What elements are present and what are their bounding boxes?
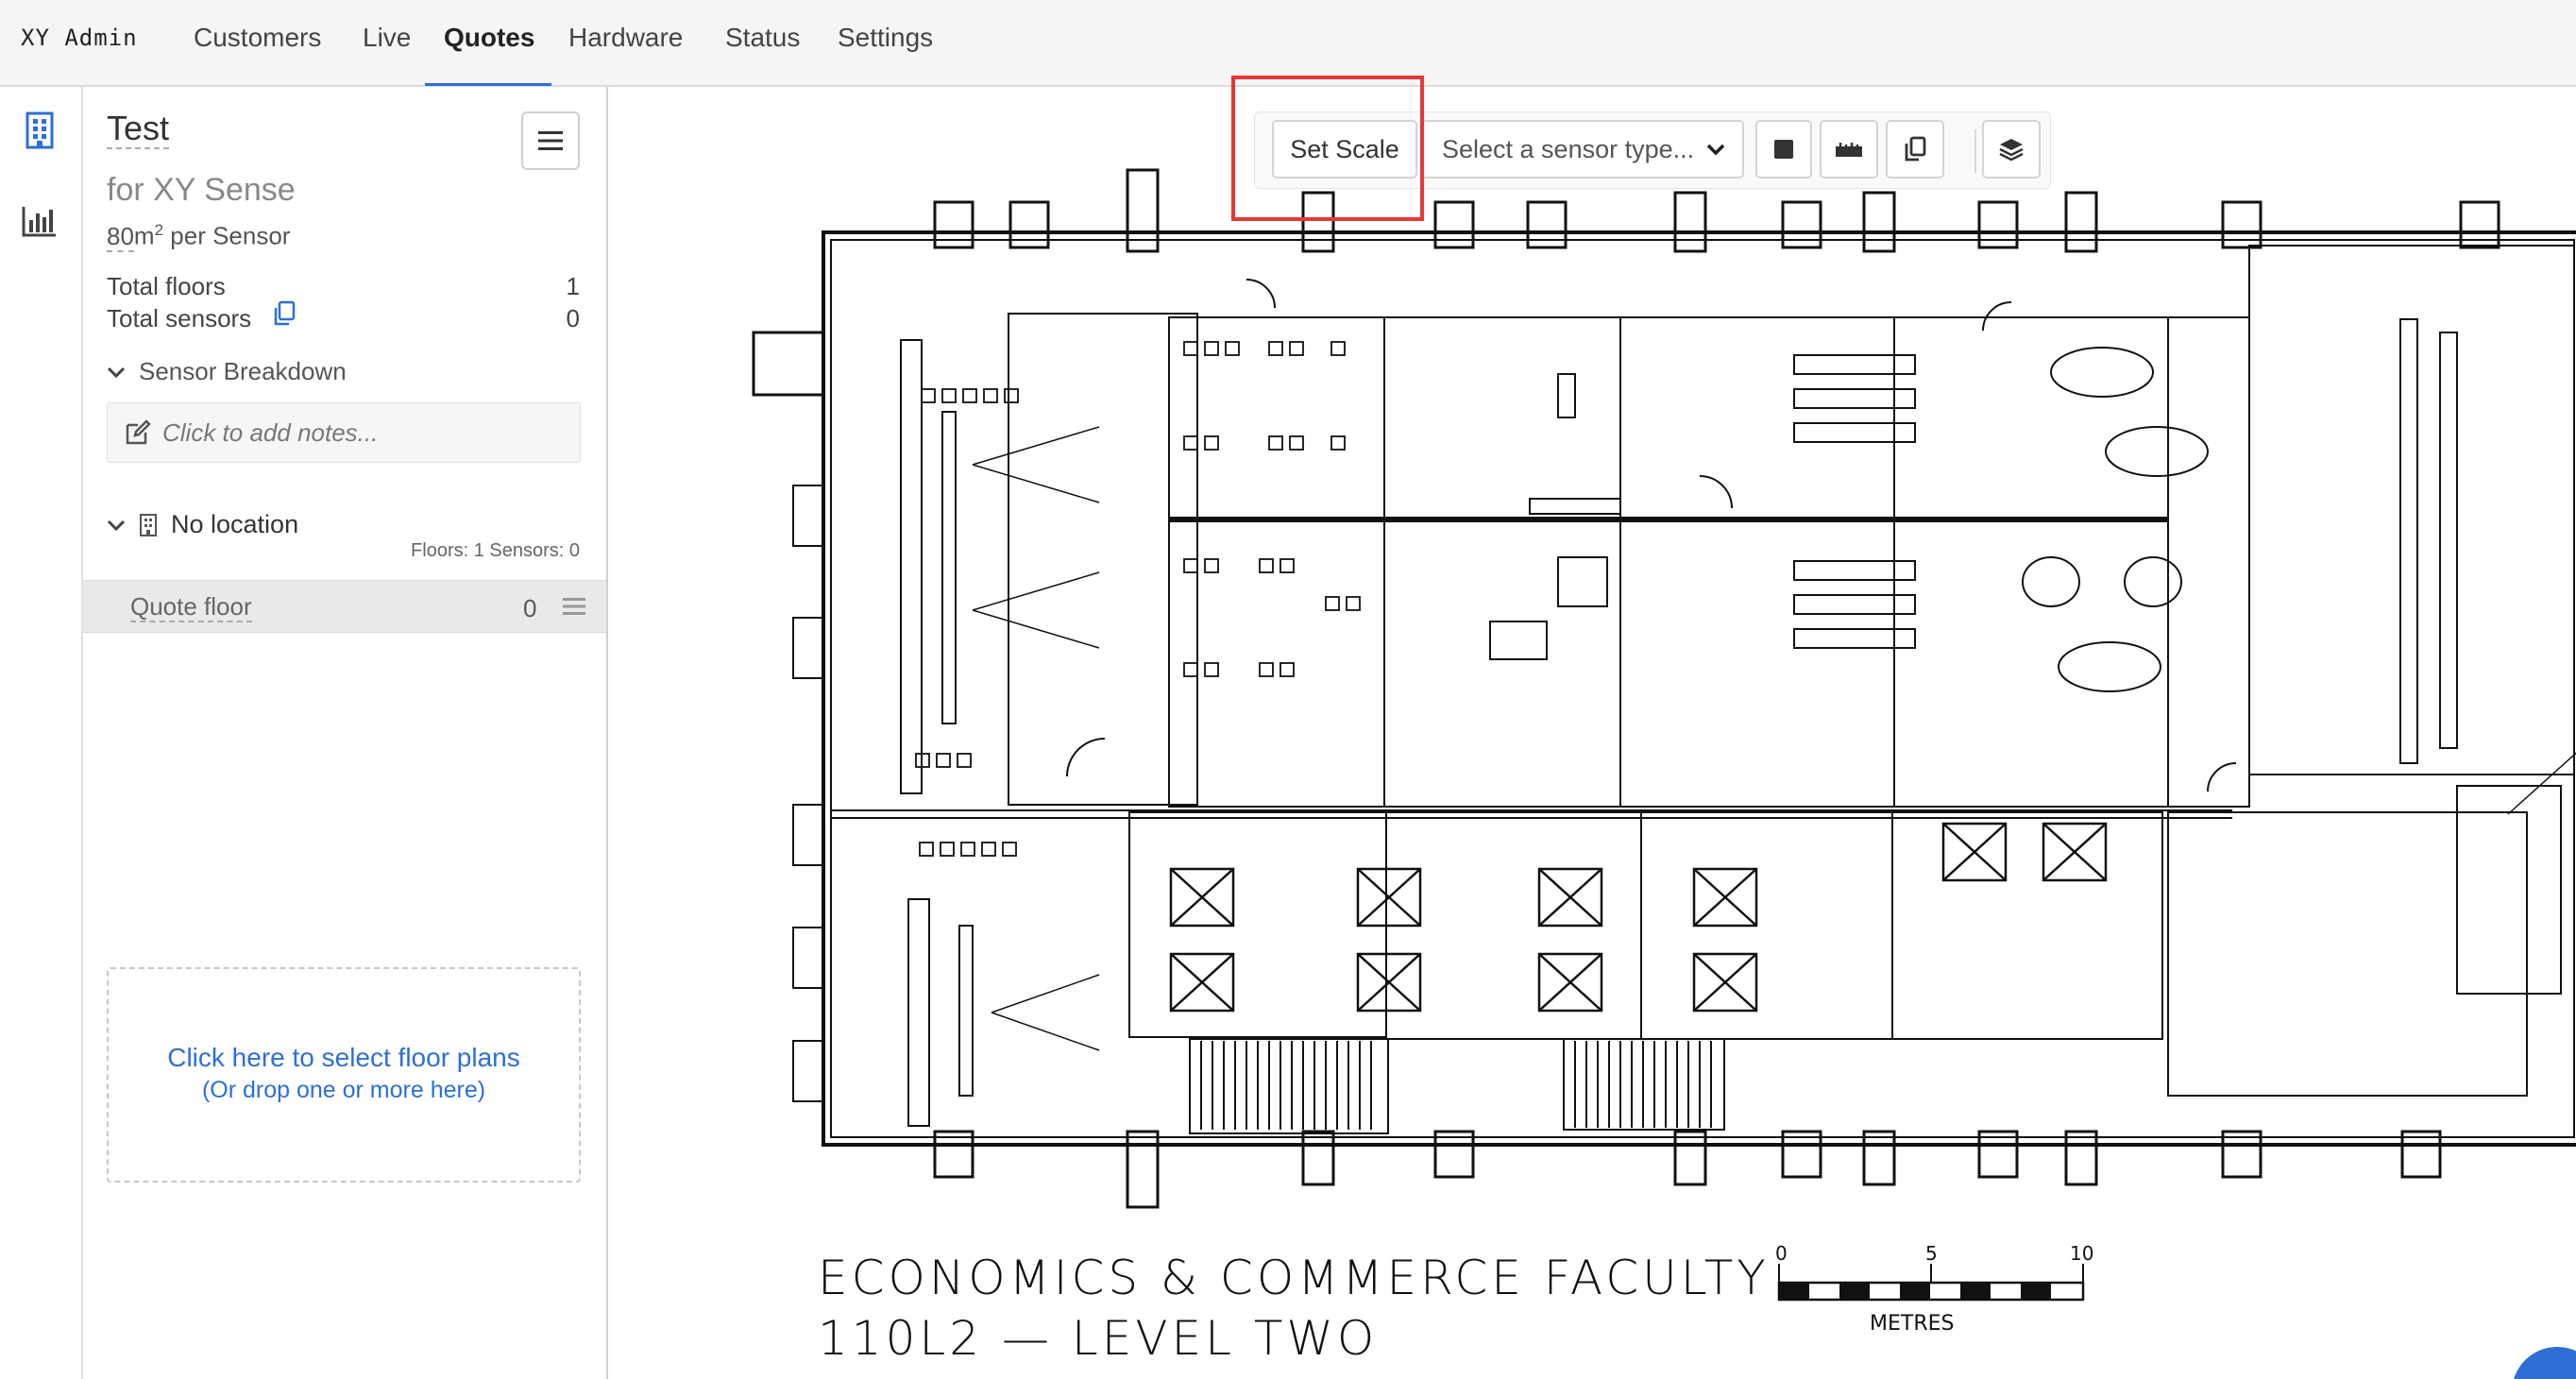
floor-plan-drawing: 0 5 10 METRES bbox=[752, 168, 2576, 1336]
density-unit: m bbox=[133, 221, 155, 250]
notes-field[interactable]: Click to add notes... bbox=[107, 402, 581, 463]
location-meta: Floors: 1 Sensors: 0 bbox=[411, 540, 580, 561]
sensor-type-placeholder: Select a sensor type... bbox=[1442, 135, 1695, 163]
sensor-type-select[interactable]: Select a sensor type... bbox=[1421, 120, 1744, 179]
nav-hardware[interactable]: Hardware bbox=[568, 23, 684, 52]
canvas-toolbar: Set Scale Select a sensor type... bbox=[1254, 111, 2051, 189]
layers-icon bbox=[1999, 139, 2024, 162]
location-toggle[interactable]: No location bbox=[107, 510, 298, 539]
set-scale-button[interactable]: Set Scale bbox=[1272, 120, 1417, 179]
hamburger-icon bbox=[538, 131, 563, 150]
active-tab-indicator bbox=[425, 83, 551, 86]
icon-rail bbox=[0, 87, 83, 1379]
chevron-down-icon bbox=[107, 366, 126, 378]
dropzone-secondary-text: (Or drop one or more here) bbox=[201, 1077, 486, 1103]
square-tool-icon bbox=[1774, 140, 1793, 159]
scale-tick-5: 5 bbox=[1925, 1242, 1938, 1265]
density-suffix: per Sensor bbox=[163, 221, 291, 250]
toolbar-divider bbox=[1974, 129, 1976, 173]
quote-menu-button[interactable] bbox=[521, 111, 580, 170]
copy-icon[interactable] bbox=[272, 300, 298, 327]
floor-list-item[interactable]: Quote floor 0 bbox=[83, 580, 606, 633]
scale-unit: METRES bbox=[1870, 1312, 1954, 1336]
quote-title[interactable]: Test bbox=[107, 109, 170, 149]
nav-status[interactable]: Status bbox=[725, 23, 801, 52]
density-value[interactable]: 80 bbox=[107, 221, 134, 252]
top-navigation: XY Admin Customers Live Quotes Hardware … bbox=[0, 0, 2576, 87]
total-sensors-label: Total sensors bbox=[107, 304, 252, 332]
nav-live[interactable]: Live bbox=[363, 23, 412, 52]
quote-panel: Test for XY Sense 80m2 per Sensor Total … bbox=[83, 87, 608, 1379]
sensor-breakdown-toggle[interactable]: Sensor Breakdown bbox=[107, 357, 347, 386]
building-icon bbox=[140, 513, 157, 536]
chevron-down-icon bbox=[107, 519, 126, 531]
quote-company: for XY Sense bbox=[107, 172, 296, 208]
nav-quotes[interactable]: Quotes bbox=[444, 23, 535, 52]
sensor-density[interactable]: 80m2 per Sensor bbox=[107, 221, 291, 252]
ruler-icon bbox=[1836, 143, 1862, 157]
copy-icon bbox=[1905, 136, 1926, 162]
bar-chart-icon[interactable] bbox=[17, 198, 62, 244]
nav-customers[interactable]: Customers bbox=[194, 23, 322, 52]
scale-tick-10: 10 bbox=[2070, 1242, 2093, 1265]
nav-settings[interactable]: Settings bbox=[838, 23, 934, 52]
drag-handle-icon[interactable] bbox=[563, 596, 585, 617]
notes-placeholder: Click to add notes... bbox=[162, 418, 379, 447]
brand-logo[interactable]: XY Admin bbox=[21, 25, 138, 51]
floor-plan-canvas[interactable]: 0 5 10 METRES ECONOMICS & COMMERCE FACUL… bbox=[608, 87, 2576, 1379]
chevron-down-icon bbox=[1706, 144, 1725, 156]
edit-icon bbox=[126, 419, 151, 445]
location-label: No location bbox=[171, 510, 299, 538]
total-floors-value: 1 bbox=[566, 272, 580, 300]
floor-plan-dropzone[interactable]: Click here to select floor plans (Or dro… bbox=[107, 967, 581, 1183]
copy-tool-button[interactable] bbox=[1886, 120, 1944, 179]
total-floors-label: Total floors bbox=[107, 272, 226, 300]
density-power: 2 bbox=[154, 221, 164, 239]
sensor-breakdown-label: Sensor Breakdown bbox=[139, 357, 347, 385]
dropzone-primary-text: Click here to select floor plans bbox=[167, 1043, 520, 1072]
floor-plan-subtitle: 110L2 — LEVEL TWO bbox=[818, 1311, 1379, 1366]
square-tool-button[interactable] bbox=[1755, 120, 1812, 179]
building-icon[interactable] bbox=[17, 108, 62, 153]
floor-sensor-count: 0 bbox=[523, 594, 537, 622]
floor-plan-title: ECONOMICS & COMMERCE FACULTY bbox=[818, 1251, 1770, 1305]
layers-button[interactable] bbox=[1982, 120, 2041, 179]
measure-tool-button[interactable] bbox=[1820, 120, 1878, 179]
floor-name[interactable]: Quote floor bbox=[130, 592, 252, 622]
scale-tick-0: 0 bbox=[1775, 1242, 1788, 1265]
total-sensors-value: 0 bbox=[566, 304, 580, 332]
